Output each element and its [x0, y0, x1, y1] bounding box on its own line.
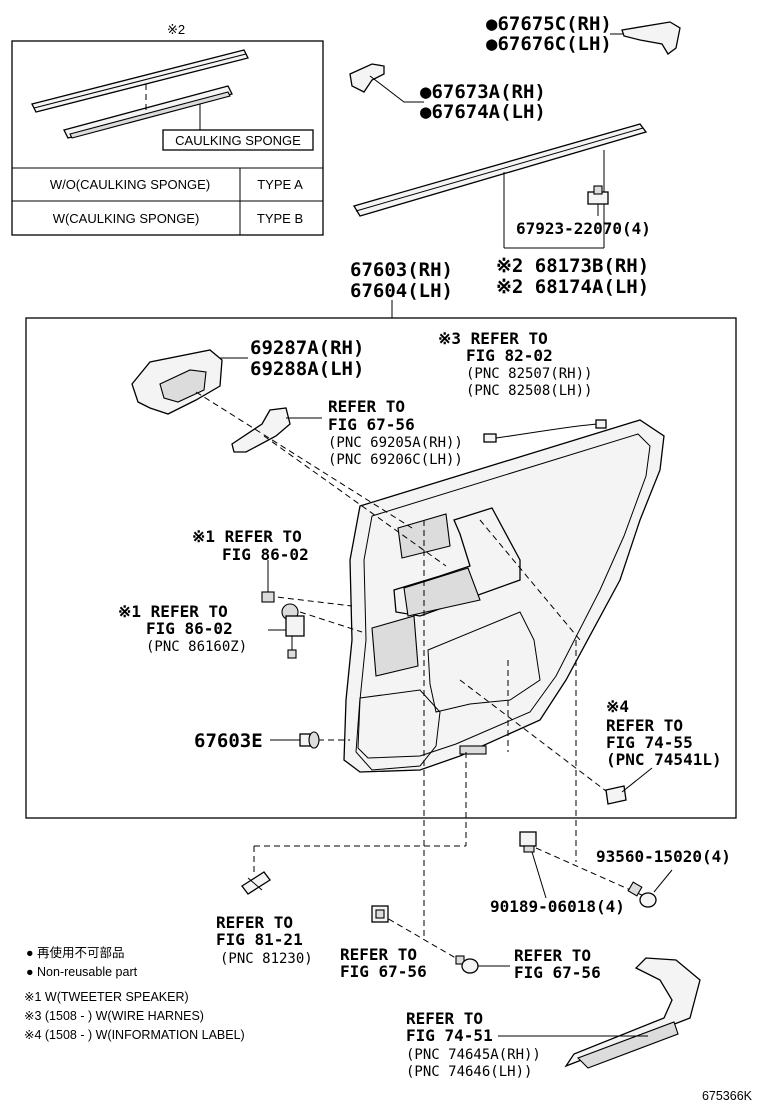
information-label [605, 767, 653, 805]
ref-67-56-line2: FIG 67-56 [328, 415, 415, 434]
ref-67-56-line4: (PNC 69206C(LH)) [328, 452, 463, 468]
legend-non-reusable-en: ● Non-reusable part [26, 965, 138, 979]
ref-86-02-b-line1: ※1 REFER TO [118, 602, 228, 621]
cap-67-56 [371, 905, 389, 923]
type-table: ※2 CAULKING SPONGE W/O(CAULKING SPONGE) … [11, 22, 324, 236]
screw-67-56 [455, 955, 510, 974]
legend-note-3: ※3 (1508 - ) W(WIRE HARNES) [24, 1009, 204, 1023]
legend-note-4: ※4 (1508 - ) W(INFORMATION LABEL) [24, 1028, 245, 1042]
ref-74-51-line3: (PNC 74645A(RH)) [406, 1047, 541, 1063]
armrest-74645 [498, 957, 701, 1069]
ref-67-56-line3: (PNC 69205A(RH)) [328, 435, 463, 451]
ref-86-02-a-line1: ※1 REFER TO [192, 527, 302, 546]
drawing-number: 675366K [702, 1089, 753, 1103]
wire-harness [483, 419, 607, 443]
clip-67603e [270, 731, 320, 749]
ref-74-55-note: ※4 [606, 697, 629, 716]
legend-non-reusable-jp: ● 再使用不可部品 [26, 945, 125, 960]
ref-74-55-line2: FIG 74-55 [606, 733, 693, 752]
weatherstrip-seal-illustration [31, 49, 249, 139]
ref-86-02-a-line2: FIG 86-02 [222, 545, 309, 564]
part-label-67673a: ●67673A(RH) [420, 81, 546, 103]
inside-handle-bezel-69287 [131, 349, 248, 415]
part-label-68173b: ※2 68173B(RH) [496, 255, 649, 277]
caulking-sponge-callout: CAULKING SPONGE [175, 133, 301, 148]
ref-86-02-b-line2: FIG 86-02 [146, 619, 233, 638]
ref-81-21-line1: REFER TO [216, 913, 293, 932]
screw-93560 [627, 869, 673, 908]
part-label-67675c: ●67675C(RH) [486, 13, 612, 35]
table-row-type: TYPE B [257, 211, 303, 226]
legend-note-1: ※1 W(TWEETER SPEAKER) [24, 990, 189, 1004]
part-label-67923: 67923-22070(4) [516, 219, 651, 238]
inside-handle [231, 407, 322, 453]
tweeter-screw [261, 560, 275, 603]
table-row-condition: W/O(CAULKING SPONGE) [50, 177, 210, 192]
ref-67-56-b-line1: REFER TO [340, 945, 417, 964]
nut-90189 [519, 831, 547, 899]
ref-82-02-line4: (PNC 82508(LH)) [466, 383, 592, 399]
part-label-69288a: 69288A(LH) [250, 358, 364, 380]
ref-67-56-c-line1: REFER TO [514, 946, 591, 965]
ref-67-56-c-line2: FIG 67-56 [514, 963, 601, 982]
connector-81230 [241, 871, 271, 895]
ref-74-51-line2: FIG 74-51 [406, 1026, 493, 1045]
ref-74-55-line3: (PNC 74541L) [606, 750, 722, 769]
ref-67-56-line1: REFER TO [328, 397, 405, 416]
ref-74-55-line1: REFER TO [606, 716, 683, 735]
part-label-67674a: ●67674A(LH) [420, 101, 546, 123]
ref-74-51-line1: REFER TO [406, 1009, 483, 1028]
part-label-93560: 93560-15020(4) [596, 847, 731, 866]
ref-82-02-line1: ※3 REFER TO [438, 329, 548, 348]
door-trim-assembly-frame [25, 317, 737, 819]
part-label-68174a: ※2 68174A(LH) [496, 276, 649, 298]
corner-piece-67675 [610, 21, 681, 55]
part-label-90189: 90189-06018(4) [490, 897, 625, 916]
part-label-67604: 67604(LH) [350, 280, 453, 302]
part-label-69287a: 69287A(RH) [250, 337, 364, 359]
ref-82-02-line2: FIG 82-02 [466, 346, 553, 365]
tweeter-speaker [268, 603, 305, 659]
table-row-type: TYPE A [257, 177, 303, 192]
ref-86-02-b-line3: (PNC 86160Z) [146, 639, 247, 655]
ref-82-02-line3: (PNC 82507(RH)) [466, 366, 592, 382]
legend: ● 再使用不可部品 ● Non-reusable part ※1 W(TWEET… [24, 945, 245, 1042]
table-row-condition: W(CAULKING SPONGE) [53, 211, 200, 226]
ref-81-21-line2: FIG 81-21 [216, 930, 303, 949]
ref-67-56-b-line2: FIG 67-56 [340, 962, 427, 981]
corner-piece-67673 [349, 63, 424, 103]
type-table-frame [11, 40, 324, 236]
part-label-67603e: 67603E [194, 730, 263, 752]
part-label-67676c: ●67676C(LH) [486, 33, 612, 55]
part-label-67603: 67603(RH) [350, 259, 453, 281]
clip-67923 [587, 185, 609, 216]
ref-74-51-line4: (PNC 74646(LH)) [406, 1064, 532, 1080]
type-table-note-mark: ※2 [167, 22, 185, 37]
ref-81-21-line3: (PNC 81230) [220, 951, 313, 967]
